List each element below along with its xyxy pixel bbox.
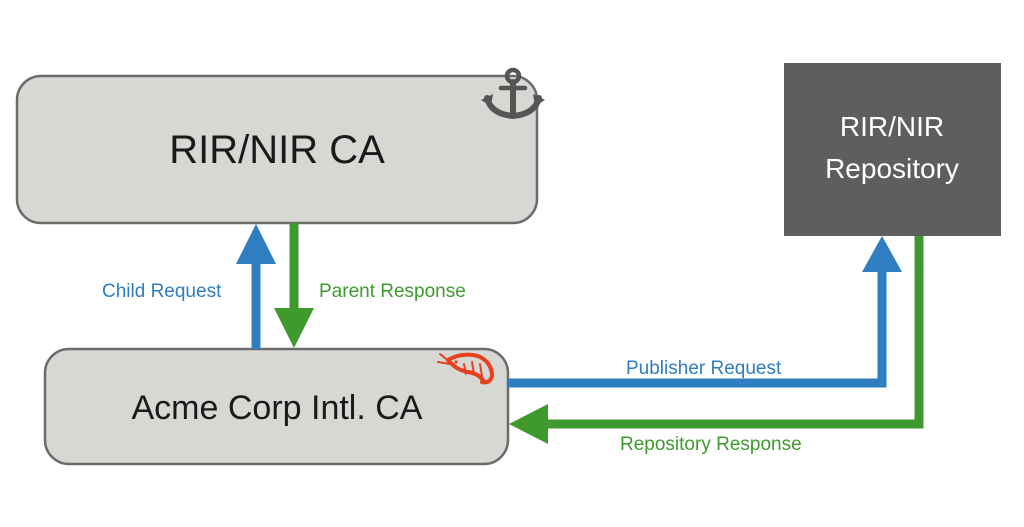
child-ca-node: Acme Corp Intl. CA — [43, 347, 510, 466]
parent-ca-node: RIR/NIR CA — [15, 74, 539, 225]
child-request-label: Child Request — [102, 281, 222, 302]
publisher-request-arrow — [508, 236, 902, 388]
publisher-request-label: Publisher Request — [626, 358, 782, 379]
child-ca-label: Acme Corp Intl. CA — [132, 389, 423, 427]
parent-ca-label: RIR/NIR CA — [169, 128, 385, 172]
child-request-arrow — [236, 224, 276, 349]
anchor-icon — [481, 67, 545, 120]
repository-response-label: Repository Response — [620, 434, 802, 455]
repository-node: RIR/NIR Repository — [784, 63, 1001, 236]
repository-label-line2: Repository — [825, 153, 959, 184]
repository-response-arrow — [509, 236, 924, 444]
parent-response-arrow — [274, 223, 314, 348]
krill-shrimp-icon — [437, 352, 495, 385]
repository-label-line1: RIR/NIR — [840, 111, 944, 142]
parent-response-label: Parent Response — [319, 281, 466, 302]
